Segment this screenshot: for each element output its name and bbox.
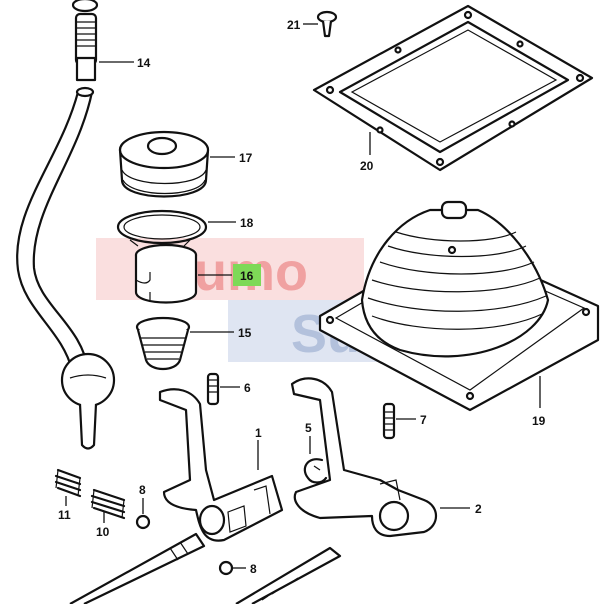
label-16-highlight	[233, 264, 261, 286]
part-6-pin	[206, 372, 220, 406]
part-20-plate	[312, 4, 594, 172]
label-2: 2	[475, 502, 482, 516]
label-21: 21	[287, 18, 301, 32]
label-10: 10	[96, 525, 110, 539]
label-8-lower: 8	[250, 562, 257, 576]
part-18-snap-ring	[116, 209, 208, 247]
label-11: 11	[58, 508, 71, 522]
part-7-pin	[382, 402, 396, 440]
label-16: 16	[240, 269, 254, 283]
label-17: 17	[239, 151, 253, 165]
label-18: 18	[240, 216, 254, 230]
label-14: 14	[137, 56, 151, 70]
part-10-spring	[90, 488, 126, 520]
part-19-boot	[318, 200, 600, 412]
shift-shaft-right	[235, 546, 342, 604]
part-16-bushing	[134, 243, 198, 304]
shift-lever	[16, 86, 116, 450]
label-7: 7	[420, 413, 427, 427]
label-15: 15	[238, 326, 252, 340]
part-17-seat	[118, 130, 210, 198]
part-14-knob-top	[71, 0, 99, 82]
label-20: 20	[360, 159, 374, 173]
label-19: 19	[532, 414, 546, 428]
label-5: 5	[305, 421, 312, 435]
part-2-fork	[290, 377, 438, 538]
part-11-spring	[54, 468, 82, 498]
label-1: 1	[255, 426, 262, 440]
part-1-fork	[158, 388, 284, 542]
part-15-spring-cup	[135, 316, 191, 371]
label-6: 6	[244, 381, 251, 395]
part-21-screw	[316, 10, 338, 38]
part-5-circlip	[303, 458, 328, 484]
label-8-upper: 8	[139, 483, 146, 497]
part-8-ball-lower	[218, 560, 234, 576]
shift-shaft-left	[69, 532, 206, 604]
part-8-ball-upper	[135, 514, 151, 530]
